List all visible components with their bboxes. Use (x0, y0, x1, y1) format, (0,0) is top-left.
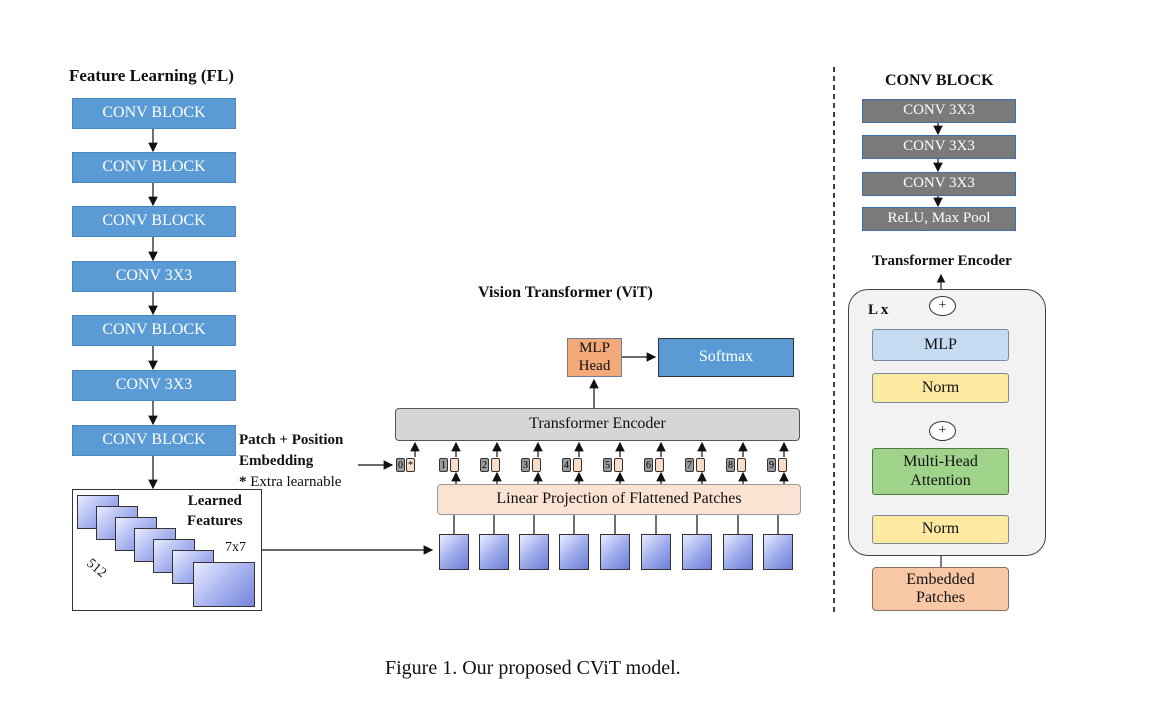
position-token-3: 3 (521, 458, 530, 472)
fl-title: Feature Learning (FL) (69, 66, 234, 85)
linear-projection-box: Linear Projection of Flattened Patches (437, 484, 801, 515)
image-patch-3 (519, 534, 549, 570)
embedded-patches-box: Embedded Patches (872, 567, 1009, 611)
repeat-label: L x (868, 302, 889, 318)
position-token-4: 4 (562, 458, 571, 472)
position-token-9: 9 (767, 458, 776, 472)
patch-embedding-token (532, 458, 541, 472)
patch-embedding-label-1: Patch + Position (239, 432, 344, 448)
position-token-6: 6 (644, 458, 653, 472)
fl-block-2: CONV BLOCK (72, 152, 236, 183)
figure-caption: Figure 1. Our proposed CViT model. (385, 657, 681, 679)
image-patch-5 (600, 534, 630, 570)
conv-layer-1: CONV 3X3 (862, 99, 1016, 123)
fl-block-6: CONV 3X3 (72, 370, 236, 401)
feature-size-label: 7x7 (225, 540, 246, 555)
image-patch-6 (641, 534, 671, 570)
patch-embedding-token (655, 458, 664, 472)
extra-learnable-note: * Extra learnable (239, 474, 342, 490)
image-patch-8 (723, 534, 753, 570)
feature-depth-label: 512 (83, 556, 110, 581)
residual-add-top: + (929, 296, 956, 316)
multi-head-attention-box: Multi-Head Attention (872, 448, 1009, 495)
encoder-detail-title: Transformer Encoder (872, 253, 1012, 269)
image-patch-1 (439, 534, 469, 570)
position-token-5: 5 (603, 458, 612, 472)
fl-block-5: CONV BLOCK (72, 315, 236, 346)
mlp-head-box: MLP Head (567, 338, 622, 377)
extra-learnable-token: * (406, 458, 415, 472)
encoder-norm-top: Norm (872, 373, 1009, 403)
feature-map (193, 562, 255, 607)
image-patch-2 (479, 534, 509, 570)
conv-layer-3: CONV 3X3 (862, 172, 1016, 196)
position-token-8: 8 (726, 458, 735, 472)
residual-add-bottom: + (929, 421, 956, 441)
patch-embedding-token (737, 458, 746, 472)
conv-block-title: CONV BLOCK (885, 72, 994, 89)
encoder-norm-bottom: Norm (872, 515, 1009, 544)
fl-block-4: CONV 3X3 (72, 261, 236, 292)
conv-layer-2: CONV 3X3 (862, 135, 1016, 159)
learned-features-box: Learned Features 7x7 512 (72, 489, 262, 611)
position-token-0: 0 (396, 458, 405, 472)
image-patch-9 (763, 534, 793, 570)
image-patch-7 (682, 534, 712, 570)
encoder-mlp-box: MLP (872, 329, 1009, 361)
relu-maxpool-layer: ReLU, Max Pool (862, 207, 1016, 231)
vit-title: Vision Transformer (ViT) (478, 284, 653, 301)
image-patch-4 (559, 534, 589, 570)
fl-block-7: CONV BLOCK (72, 425, 236, 456)
fl-block-3: CONV BLOCK (72, 206, 236, 237)
patch-embedding-label-2: Embedding (239, 453, 314, 469)
position-token-7: 7 (685, 458, 694, 472)
vit-transformer-encoder-box: Transformer Encoder (395, 408, 800, 441)
position-token-1: 1 (439, 458, 448, 472)
position-token-2: 2 (480, 458, 489, 472)
patch-embedding-token (450, 458, 459, 472)
softmax-box: Softmax (658, 338, 794, 377)
patch-embedding-token (491, 458, 500, 472)
patch-embedding-token (614, 458, 623, 472)
learned-features-label: Learned Features (187, 493, 243, 529)
patch-embedding-token (573, 458, 582, 472)
patch-embedding-token (778, 458, 787, 472)
fl-block-1: CONV BLOCK (72, 98, 236, 129)
patch-embedding-token (696, 458, 705, 472)
